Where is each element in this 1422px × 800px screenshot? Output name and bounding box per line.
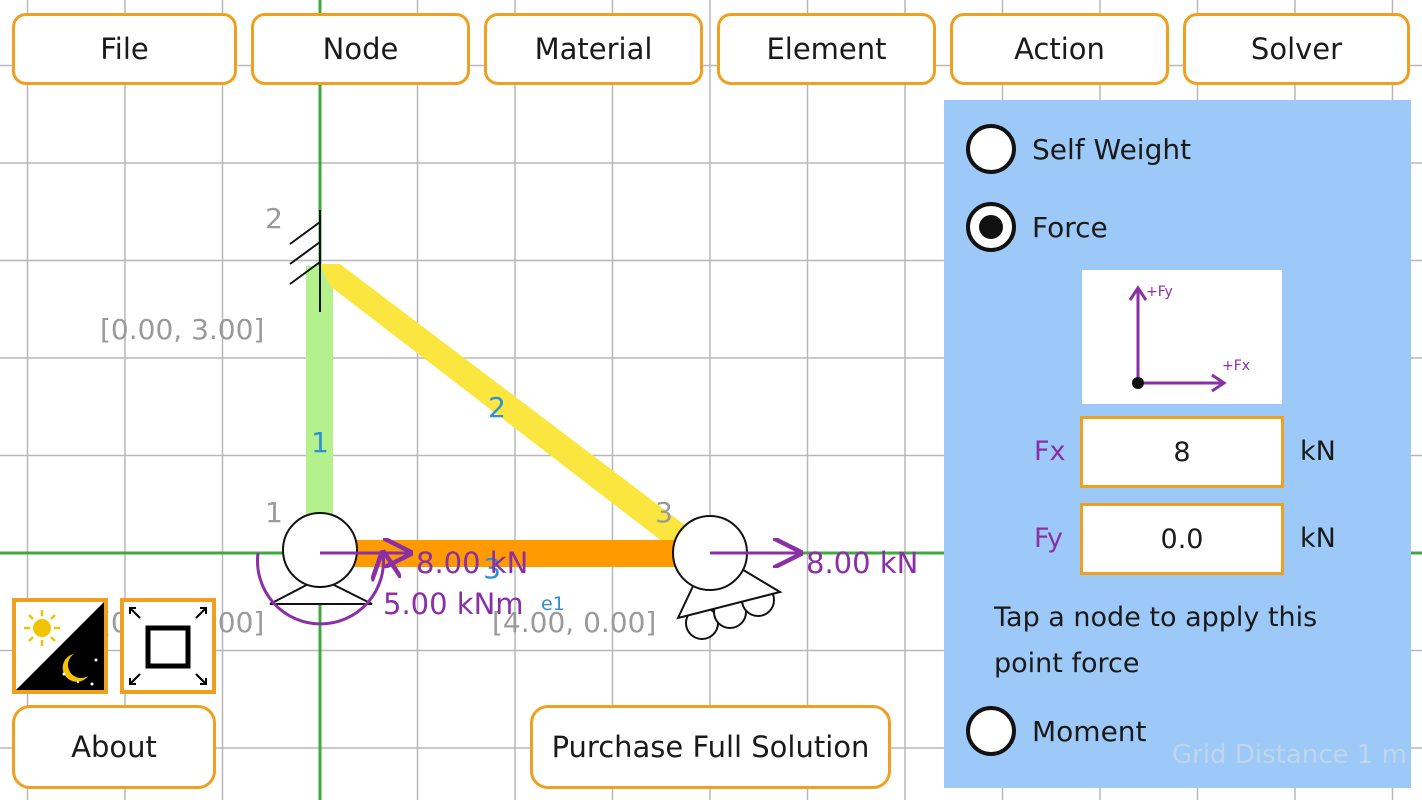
about-button[interactable]: About [12,705,216,789]
force-direction-diagram: +Fy +Fx [1082,270,1282,404]
node-label-3: 3 [655,496,673,529]
fullscreen-button[interactable] [120,598,216,694]
load-panel: Self Weight Force +Fy +Fx Fx kN Fy kN Ta… [944,100,1411,788]
element-2[interactable] [320,264,694,552]
fx-unit: kN [1300,436,1336,467]
fy-input[interactable] [1080,503,1284,575]
force-option[interactable]: Force [966,202,1108,252]
force-radio[interactable] [966,202,1016,252]
moment-option[interactable]: Moment [966,706,1147,756]
grid-distance-label: Grid Distance 1 m [1172,740,1407,770]
fx-label: Fx [1034,436,1066,467]
fy-unit: kN [1300,523,1336,554]
node-label-1: 1 [265,496,283,529]
element-label-2: 2 [488,391,506,424]
node-menu-button[interactable]: Node [251,13,470,85]
fx-direction-label: +Fx [1222,358,1250,374]
element-1[interactable] [306,266,333,553]
self-weight-option[interactable]: Self Weight [966,124,1191,174]
self-weight-label: Self Weight [1032,132,1192,166]
force-label: Force [1032,210,1108,244]
radio-selected-dot [979,215,1003,239]
instruction-text: Tap a node to apply this point force [994,602,1318,679]
moment-radio[interactable] [966,706,1016,756]
file-menu-button[interactable]: File [12,13,237,85]
solver-menu-button[interactable]: Solver [1183,13,1410,85]
self-weight-radio[interactable] [966,124,1016,174]
fx-input[interactable] [1080,416,1284,488]
material-tag: e1 [541,593,565,615]
theme-toggle-button[interactable] [12,598,108,694]
roller-support-icon [672,515,783,640]
moment-label-node1: 5.00 kNm [383,587,524,621]
force-label-node3: 8.00 kN [806,546,918,580]
moment-arc-node1 [256,553,384,626]
fy-direction-label: +Fy [1146,284,1173,300]
fy-label: Fy [1034,523,1064,554]
material-menu-button[interactable]: Material [484,13,703,85]
purchase-solution-button[interactable]: Purchase Full Solution [530,705,891,789]
element-label-1: 1 [311,426,329,459]
force-label-node1: 8.00 kN [416,546,528,580]
element-label-3: 3 [483,552,501,585]
fixed-support-icon [289,210,321,312]
moment-label: Moment [1032,714,1147,748]
action-menu-button[interactable]: Action [950,13,1169,85]
sun-moon-icon [16,602,104,690]
pin-support-icon [269,512,373,605]
node-label-2: 2 [265,202,283,235]
node-coord-3: [4.00, 0.00] [492,606,656,639]
node-coord-2: [0.00, 3.00] [100,313,264,346]
element-menu-button[interactable]: Element [717,13,936,85]
expand-icon [129,607,207,685]
